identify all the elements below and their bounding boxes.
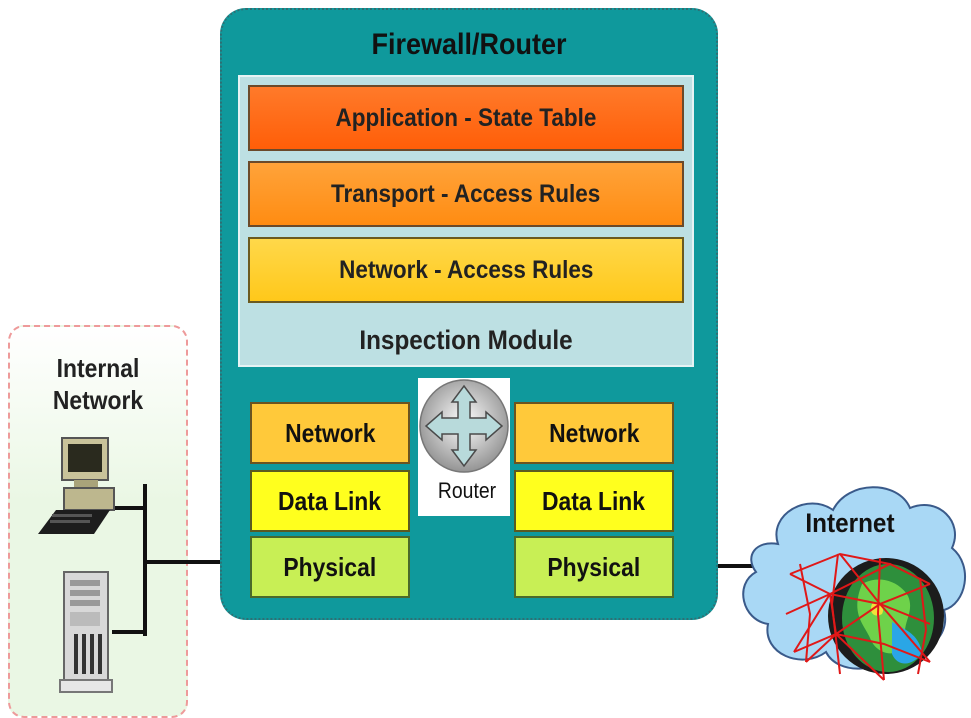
desktop-computer-icon <box>38 437 115 534</box>
transport-layer-label: Transport - Access Rules <box>331 179 601 208</box>
left-physical-label: Physical <box>283 551 377 582</box>
inspection-module-label: Inspection Module <box>359 325 573 355</box>
right-data-link-box: Data Link <box>514 470 674 532</box>
network-layer-label: Network - Access Rules <box>338 255 594 284</box>
right-data-link-label: Data Link <box>542 485 646 516</box>
right-network-box: Network <box>514 402 674 464</box>
left-network-box: Network <box>250 402 410 464</box>
application-layer-label: Application - State Table <box>335 103 597 132</box>
right-network-label: Network <box>548 417 640 448</box>
firewall-title: Firewall/Router <box>371 28 567 61</box>
globe-icon <box>785 552 944 681</box>
application-state-table-layer: Application - State Table <box>248 85 684 151</box>
network-access-rules-layer: Network - Access Rules <box>248 237 684 303</box>
internet-label: Internet <box>805 508 895 538</box>
left-data-link-box: Data Link <box>250 470 410 532</box>
router-icon <box>418 378 510 516</box>
network-mesh <box>785 552 931 681</box>
transport-access-rules-layer: Transport - Access Rules <box>248 161 684 227</box>
left-network-label: Network <box>284 417 376 448</box>
internal-network-title: Internal Network <box>52 353 144 415</box>
right-physical-label: Physical <box>547 551 641 582</box>
left-physical-box: Physical <box>250 536 410 598</box>
left-data-link-label: Data Link <box>278 485 382 516</box>
router-label: Router <box>437 478 497 503</box>
right-physical-box: Physical <box>514 536 674 598</box>
server-tower-icon <box>59 571 113 693</box>
